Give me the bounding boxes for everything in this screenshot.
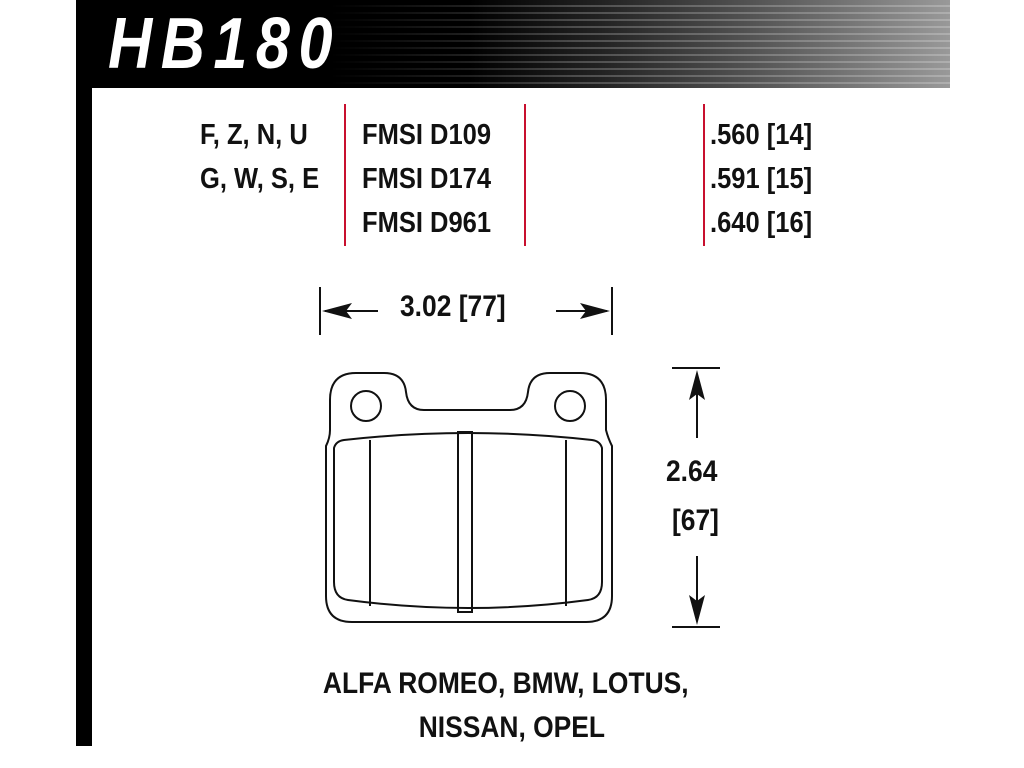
left-border-rule bbox=[76, 0, 92, 746]
part-number-title: HB180 bbox=[108, 4, 342, 84]
red-divider bbox=[703, 104, 705, 246]
pad-thicknesses: .560 [14] .591 [15] .640 [16] bbox=[710, 113, 812, 245]
fmsi-number: FMSI D961 bbox=[362, 207, 492, 239]
pad-thickness: .591 [15] bbox=[710, 163, 813, 195]
backing-plate-outline bbox=[325, 372, 613, 623]
fmsi-number: FMSI D174 bbox=[362, 163, 492, 195]
red-divider bbox=[524, 104, 526, 246]
vehicle-applications-text: NISSAN, OPEL bbox=[418, 711, 606, 744]
arrowhead-left-icon bbox=[322, 303, 352, 319]
pad-thickness: .560 [14] bbox=[710, 119, 813, 151]
compound-codes: F, Z, N, U G, W, S, E bbox=[200, 113, 319, 201]
width-dimension-label: 3.02 [77] bbox=[400, 290, 506, 323]
pad-thickness: .640 [16] bbox=[710, 207, 813, 239]
center-slot bbox=[457, 431, 473, 613]
fmsi-number: FMSI D109 bbox=[362, 119, 492, 151]
compound-codes-line: G, W, S, E bbox=[200, 163, 320, 195]
arrowhead-down-icon bbox=[689, 595, 705, 625]
fmsi-numbers: FMSI D109 FMSI D174 FMSI D961 bbox=[362, 113, 491, 245]
header-bar bbox=[76, 0, 950, 88]
mounting-hole-right bbox=[554, 390, 586, 422]
vehicle-applications-line: ALFA ROMEO, BMW, LOTUS, bbox=[0, 664, 1018, 704]
friction-material-outline bbox=[333, 432, 603, 609]
compound-codes-line: F, Z, N, U bbox=[200, 119, 308, 151]
height-dimension-mm: [67] bbox=[672, 504, 719, 537]
vehicle-applications-line: NISSAN, OPEL bbox=[0, 708, 1024, 748]
height-dimension-inches: 2.64 bbox=[666, 455, 718, 488]
mounting-hole-left bbox=[350, 390, 382, 422]
header-stripes bbox=[330, 0, 950, 88]
red-divider bbox=[344, 104, 346, 246]
arrowhead-up-icon bbox=[689, 370, 705, 400]
arrowhead-right-icon bbox=[580, 303, 610, 319]
vehicle-applications-text: ALFA ROMEO, BMW, LOTUS, bbox=[323, 667, 689, 700]
